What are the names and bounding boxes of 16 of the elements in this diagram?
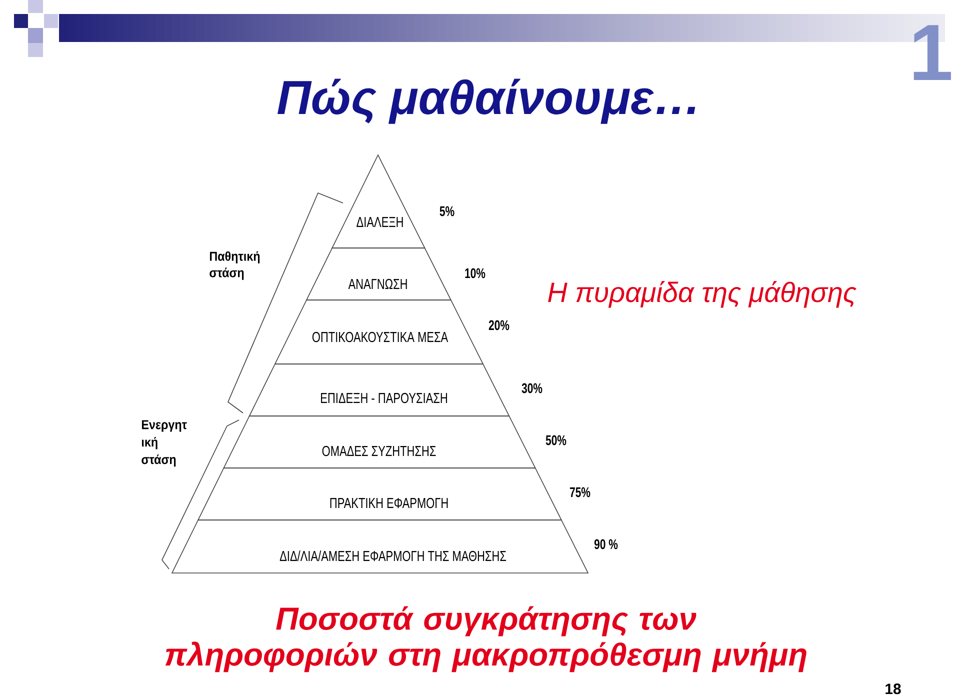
subheading: Η πυραμίδα της μάθησης — [548, 280, 856, 308]
pyramid-band: ΕΠΙΔΕΞΗ - ΠΑΡΟΥΣΙΑΣΗ — [248, 364, 510, 416]
page-number: 18 — [886, 684, 901, 694]
caption: Ποσοστά συγκράτησης των πληροφοριών στη μακροπρόθεσμη μνήμη — [165, 606, 806, 672]
pyramid-band: ΟΜΑΔΕΣ ΣΥΖΗΤΗΣΗΣ — [223, 416, 536, 468]
slide-number: 1 — [914, 25, 951, 80]
percentage-label: 75% — [570, 487, 590, 498]
percentage-label: 5% — [440, 206, 454, 216]
percentage-label: 90 % — [594, 539, 618, 550]
percentage-label: 20% — [488, 320, 510, 330]
title: Πώς μαθαίνουμε… — [278, 78, 696, 124]
bracket-label: Παθητική στάση — [210, 251, 260, 280]
percentage-label: 50% — [546, 435, 566, 446]
bracket-label: Ενεργητ ική στάση — [142, 420, 187, 467]
percentage-label: 30% — [522, 383, 542, 394]
percentage-label: 10% — [465, 268, 486, 278]
